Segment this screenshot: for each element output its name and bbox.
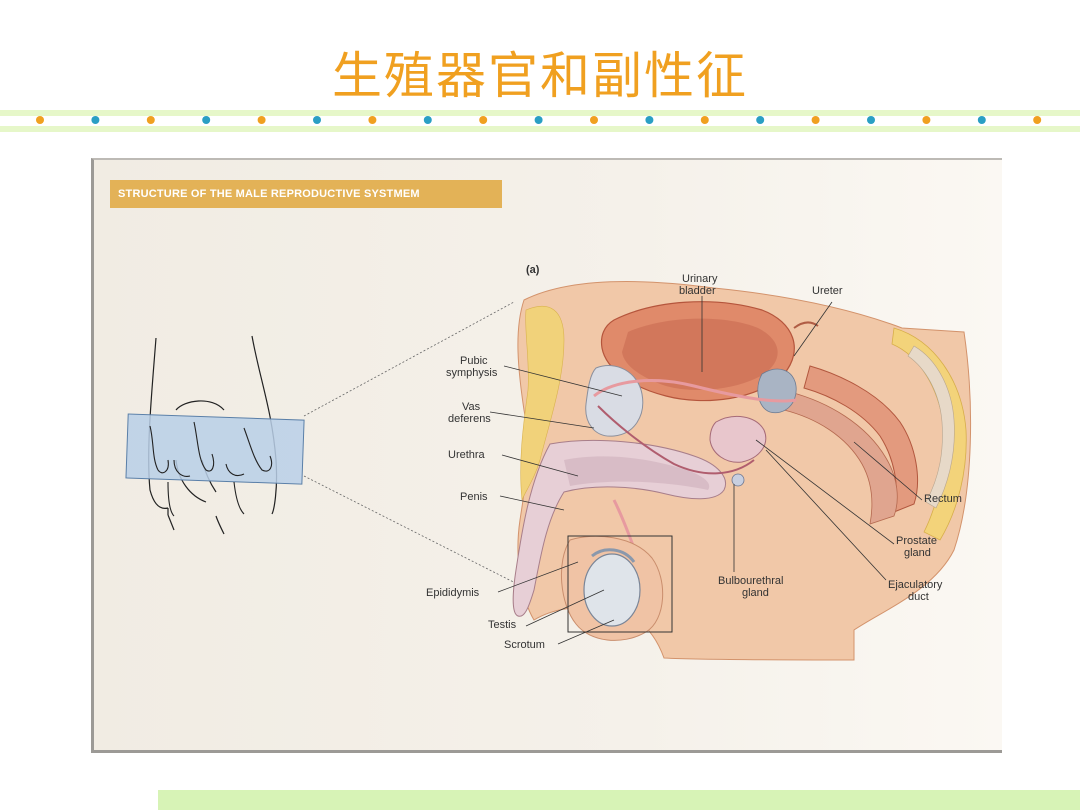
label-ureter: Ureter <box>812 285 843 297</box>
label-urinary-bladder-2: bladder <box>679 285 716 297</box>
anatomy-diagram: (a) Urinary bladder Ureter Pubic symphys… <box>125 264 972 661</box>
label-rectum: Rectum <box>924 493 962 505</box>
label-prostate-1: Prostate <box>896 535 937 547</box>
label-epididymis: Epididymis <box>426 587 480 599</box>
decor-band-bottom <box>0 126 1080 132</box>
hands-outline <box>149 421 273 517</box>
decor-dot <box>534 116 543 124</box>
decor-dot <box>700 116 709 124</box>
decor-dot-row <box>36 116 1042 124</box>
decor-band-top <box>0 110 1080 116</box>
decor-dot <box>645 116 654 124</box>
scrotum-highlight-box <box>567 535 673 633</box>
footer-bar <box>158 790 1080 810</box>
decor-dot <box>146 116 155 124</box>
decor-dot <box>368 116 377 124</box>
label-urethra: Urethra <box>448 449 486 461</box>
label-scrotum: Scrotum <box>504 639 545 651</box>
decor-dot <box>202 116 211 124</box>
decor-dot <box>590 116 598 124</box>
decor-dot <box>91 116 100 124</box>
decor-dot <box>756 116 765 124</box>
decor-dot <box>1033 116 1042 124</box>
label-pubic-symphysis-1: Pubic <box>460 355 488 367</box>
testis-shape <box>583 553 641 627</box>
label-bulbourethral-1: Bulbourethral <box>718 575 783 587</box>
decor-dot <box>423 116 432 124</box>
decor-dot <box>257 116 266 124</box>
decor-dot <box>479 116 488 124</box>
slide-title: 生殖器官和副性征 <box>332 47 748 105</box>
label-prostate-2: gland <box>904 547 931 559</box>
decor-dot <box>977 116 986 124</box>
label-urinary-bladder-1: Urinary <box>682 273 718 285</box>
decor-dot <box>36 116 44 124</box>
label-bulbourethral-2: gland <box>742 587 769 599</box>
label-ejaculatory-1: Ejaculatory <box>888 579 943 591</box>
anatomy-illustration <box>512 281 972 661</box>
diagram-heading: STRUCTURE OF THE MALE REPRODUCTIVE SYSTM… <box>110 180 502 208</box>
leader-lines <box>489 296 923 645</box>
label-pubic-symphysis-2: symphysis <box>446 367 498 379</box>
label-vas-deferens-1: Vas <box>462 401 481 413</box>
label-vas-deferens-2: deferens <box>448 413 491 425</box>
decor-dot <box>313 116 321 124</box>
label-penis: Penis <box>460 491 488 503</box>
decor-dot <box>811 116 820 124</box>
diagram-panel: STRUCTURE OF THE MALE REPRODUCTIVE SYSTM… <box>91 158 1002 753</box>
label-testis: Testis <box>488 619 517 631</box>
label-ejaculatory-2: duct <box>908 591 929 603</box>
part-label: (a) <box>526 264 540 276</box>
decor-dot <box>867 116 875 124</box>
decor-dot <box>922 116 931 124</box>
